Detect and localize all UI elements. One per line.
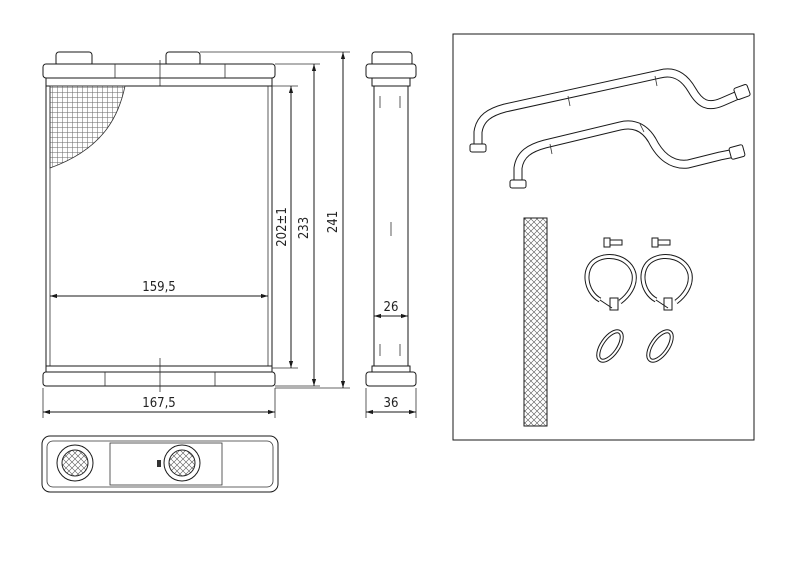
dim-overall-width-label: 167,5 [142, 396, 175, 411]
dim-core-width-label: 159,5 [142, 280, 175, 295]
top-header [45, 77, 273, 87]
top-tank [42, 63, 276, 79]
dim-overall-height-label: 241 [326, 211, 341, 233]
bolt-right [651, 237, 671, 248]
dim-core-width: 159,5 [50, 280, 268, 299]
fin-detail [49, 85, 126, 169]
dim-core-depth-label: 26 [384, 300, 399, 315]
dim-overall-depth-label: 36 [384, 396, 399, 411]
front-view [42, 51, 276, 392]
kit-contents-box [452, 33, 755, 441]
dim-overall-depth: 36 [365, 388, 417, 418]
hose-clamp-left [584, 254, 637, 311]
top-view [41, 435, 279, 493]
kit-frame [452, 33, 755, 441]
dim-tank-height: 233 [275, 63, 320, 387]
o-ring-right [646, 329, 674, 363]
dim-overall-width: 167,5 [42, 388, 276, 418]
hose-clamp-right [640, 254, 693, 311]
dim-core-height-label: 202±1 [275, 207, 290, 247]
pipe-set [469, 68, 751, 189]
dim-core-height: 202±1 [272, 85, 298, 369]
side-view [365, 51, 417, 387]
bolt-left [603, 237, 623, 248]
o-ring-left [596, 329, 624, 363]
bottom-tank [42, 371, 276, 387]
foam-seal-strip [523, 217, 548, 427]
dim-overall-height: 241 [200, 51, 350, 389]
dim-tank-height-label: 233 [297, 217, 312, 239]
dim-core-depth: 26 [374, 300, 408, 319]
